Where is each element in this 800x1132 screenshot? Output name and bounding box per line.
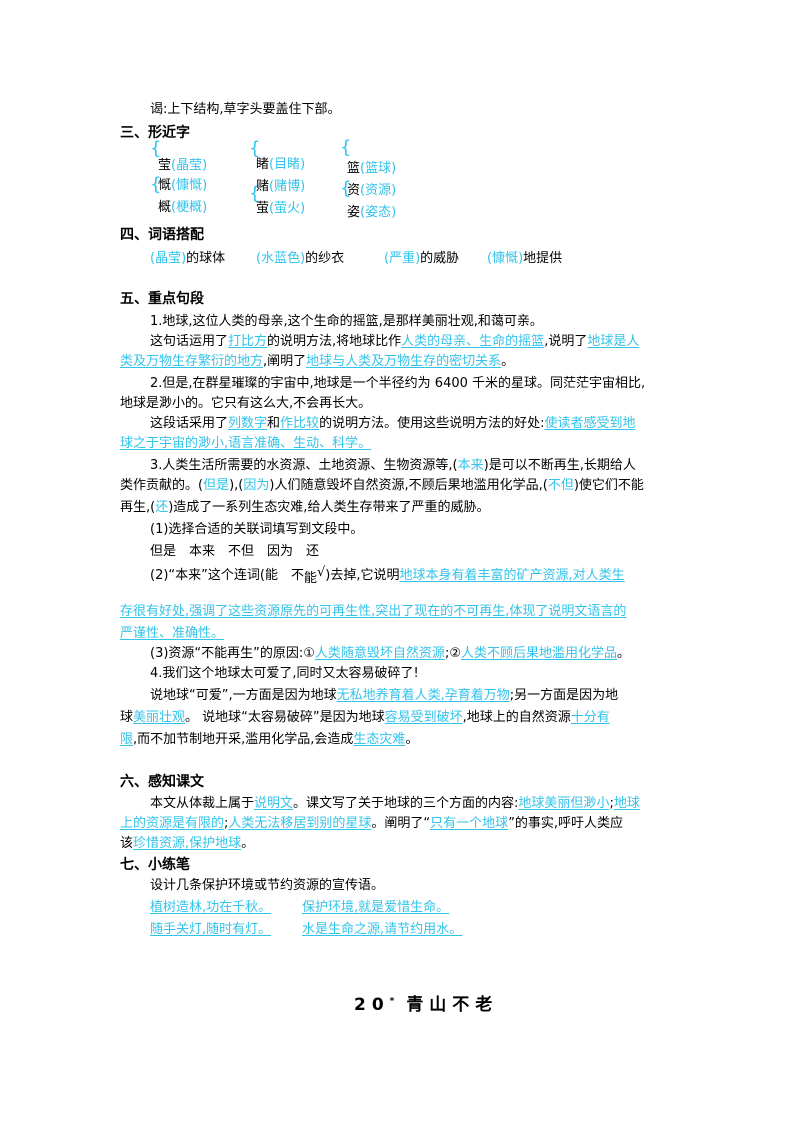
passage-3: 3.人类生活所需要的水资源、土地资源、生物资源等,(本来)是可以不断再生,长期给… [150, 458, 636, 473]
passage-3-cont: 类作贡献的。(但是),(因为)人们随意毁坏自然资源,不顾后果地滥用化学品,(不但… [120, 478, 644, 493]
perceive-line-1: 本文从体裁上属于说明文。课文写了关于地球的三个方面的内容:地球美丽但渺小;地球 [150, 796, 640, 811]
question-2-answer-cont: 存很有好处,强调了这些资源原先的可再生性,突出了现在的不可再生,体现了说明文语言… [120, 604, 627, 619]
brace-icon: { [150, 174, 162, 195]
brace-icon: { [150, 138, 162, 159]
next-lesson-title: 20* 青山不老 [354, 995, 499, 1015]
perceive-line-3: 该珍惜资源,保护地球。 [120, 836, 255, 851]
brace-icon: { [340, 137, 352, 158]
passage-4-analysis-cont2: 限,而不加节制地开采,滥用化学品,会造成生态灾难。 [120, 732, 419, 747]
passage-4-analysis: 说地球“可爱”,一方面是因为地球无私地养育着人类,孕育着万物;另一方面是因为地 [150, 688, 619, 703]
brace-icon: { [249, 138, 261, 159]
brace-icon: { [340, 178, 352, 199]
section-heading-similar-chars: 三、形近字 [120, 125, 190, 141]
word-match-1: (晶莹)的球体 [150, 251, 226, 266]
perceive-line-2: 上的资源是有限的;人类无法移居到别的星球。阐明了“只有一个地球”的事实,呼吁人类… [120, 816, 624, 831]
slogan-1: 植树造林,功在千秋。 [150, 900, 272, 915]
brace-icon: { [249, 183, 261, 204]
char-group-3: 篮(篮球) 资(资源) 姿(姿态) [347, 161, 397, 220]
question-3: (3)资源“不能再生”的原因:①人类随意毁坏自然资源;②人类不顾后果地滥用化学品… [150, 646, 631, 661]
question-2: (2)“本来”这个连词(能 不能√)去掉,它说明地球本身有着丰富的矿产资源,对人… [150, 565, 625, 586]
slogan-2: 保护环境,就是爱惜生命。 [302, 900, 450, 915]
char-group-2: 睹(目睹) 赌(赌博) 萤(萤火) [256, 157, 306, 216]
top-note: 谒:上下结构,草字头要盖住下部。 [150, 102, 341, 117]
passage-2-analysis: 这段话采用了列数字和作比较的说明方法。使用这些说明方法的好处:使读者感受到地 [150, 416, 636, 431]
question-1: (1)选择合适的关联词填写到文段中。 [150, 522, 364, 537]
passage-1: 1.地球,这位人类的母亲,这个生命的摇篮,是那样美丽壮观,和蔼可亲。 [150, 314, 543, 329]
section-heading-word-match: 四、词语搭配 [120, 227, 204, 243]
passage-2-cont: 地球是渺小的。它只有这么大,不会再长大。 [120, 396, 372, 411]
slogan-4: 水是生命之源,请节约用水。 [302, 922, 463, 937]
passage-3-cont2: 再生,(还)造成了一系列生态灾难,给人类生存带来了严重的威胁。 [120, 500, 490, 515]
practice-prompt: 设计几条保护环境或节约资源的宣传语。 [150, 878, 385, 893]
section-heading-practice: 七、小练笔 [120, 857, 190, 873]
question-2-answer-cont2: 严谨性、准确性。 [120, 626, 225, 641]
slogan-3: 随手关灯,随时有灯。 [150, 922, 272, 937]
passage-1-analysis-cont: 类及万物生存繁衍的地方,阐明了地球与人类及万物生存的密切关系。 [120, 354, 515, 369]
section-heading-perceive-text: 六、感知课文 [120, 774, 204, 790]
word-match-3: (严重)的威胁 [384, 251, 460, 266]
passage-1-analysis: 这句话运用了打比方的说明方法,将地球比作人类的母亲、生命的摇篮,说明了地球是人 [150, 334, 640, 349]
passage-2-analysis-cont: 球之于宇宙的渺小,语言准确、生动、科学。 [120, 436, 372, 451]
char-group-1: 莹(晶莹) 慨(慷慨) 概(梗概) [158, 158, 208, 215]
passage-4: 4.我们这个地球太可爱了,同时又太容易破碎了! [150, 666, 419, 681]
question-1-options: 但是 本来 不但 因为 还 [150, 544, 320, 559]
word-match-2: (水蓝色)的纱衣 [256, 251, 345, 266]
word-match-4: (慷慨)地提供 [487, 251, 563, 266]
passage-4-analysis-cont: 球美丽壮观。 说地球“太容易破碎”是因为地球容易受到破坏,地球上的自然资源十分有 [120, 710, 610, 725]
section-heading-key-passages: 五、重点句段 [120, 291, 204, 307]
passage-2: 2.但是,在群星璀璨的宇宙中,地球是一个半径约为 6400 千米的星球。同茫茫宇… [150, 376, 646, 391]
